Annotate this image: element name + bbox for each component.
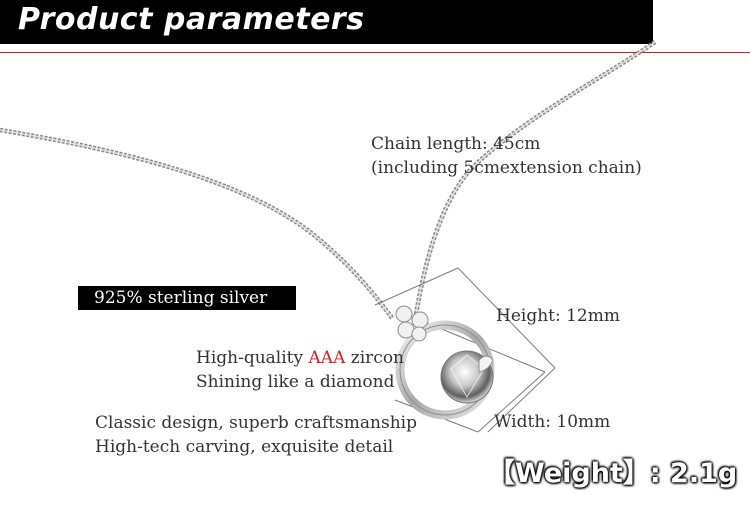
- header-divider: [0, 52, 750, 53]
- chain: [0, 40, 657, 321]
- carving-spec: High-tech carving, exquisite detail: [95, 437, 394, 457]
- chain-length-spec: Chain length: 45cm: [371, 134, 541, 154]
- zircon-grade: AAA: [308, 348, 346, 368]
- zircon-prefix: High-quality: [196, 348, 309, 368]
- header-bar: Product parameters: [0, 0, 653, 44]
- width-spec: Width: 10mm: [494, 412, 611, 432]
- weight-spec: 【Weight】: 2.1g: [488, 458, 738, 489]
- zircon-suffix: zircon: [345, 348, 405, 368]
- chain-extension-spec: (including 5cmextension chain): [371, 158, 642, 178]
- material-tag: 925% sterling silver: [78, 286, 296, 310]
- material-label: 925% sterling silver: [94, 288, 268, 308]
- zircon-spec: High-quality AAA zircon: [196, 345, 404, 371]
- clover-charm: [395, 305, 429, 342]
- page-title: Product parameters: [18, 2, 365, 37]
- shine-spec: Shining like a diamond: [196, 372, 395, 392]
- design-spec: Classic design, superb craftsmanship: [95, 413, 417, 433]
- pendant: [395, 305, 495, 420]
- height-spec: Height: 12mm: [496, 306, 620, 326]
